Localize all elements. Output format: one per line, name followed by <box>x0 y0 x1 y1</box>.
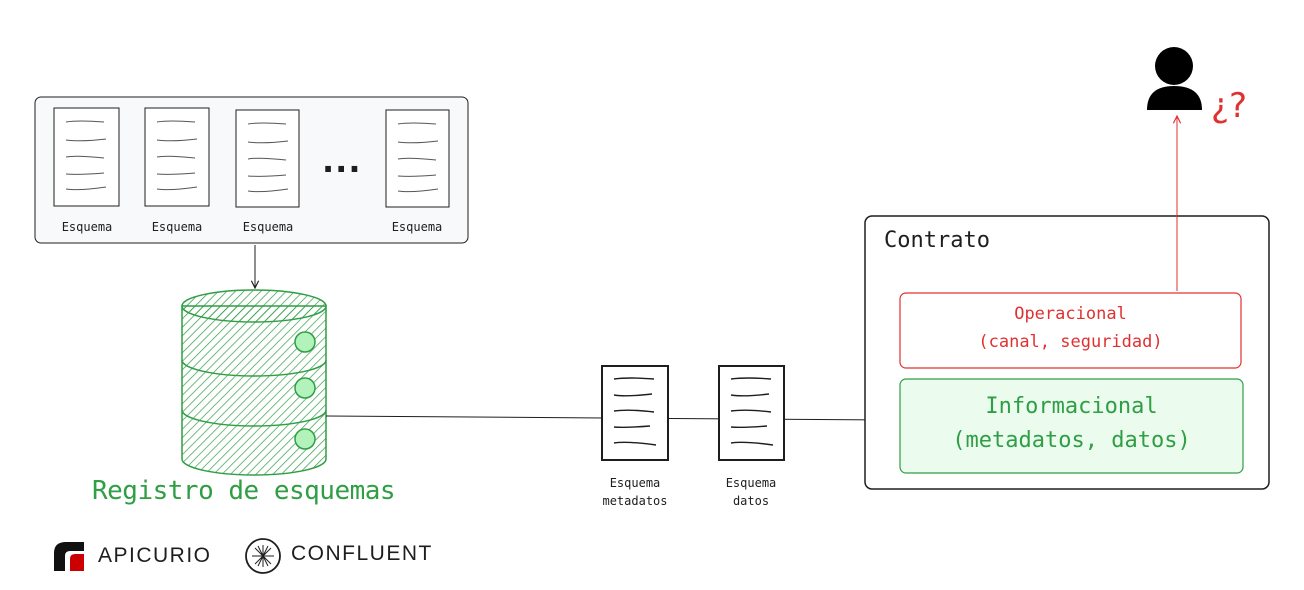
metadata-schema-label-line2: metadatos <box>602 494 668 508</box>
data-schema-label-line2: datos <box>732 494 770 508</box>
operational-text: Operacional (canal, seguridad) <box>900 300 1241 356</box>
schema-label-1: Esquema <box>61 220 113 234</box>
apicurio-logo-text: APICURIO <box>98 544 212 567</box>
schema-doc-2 <box>144 107 210 207</box>
schema-label-2: Esquema <box>151 220 203 234</box>
data-schema-label: Esquema datos <box>706 474 796 510</box>
user-icon <box>1147 47 1202 110</box>
informational-text: Informacional (metadatos, datos) <box>900 390 1243 458</box>
schema-doc-3 <box>235 109 300 208</box>
registry-database-icon <box>181 289 327 476</box>
informational-line2: (metadatos, datos) <box>952 428 1191 453</box>
schema-doc-1 <box>53 107 120 207</box>
schema-ellipsis: ... <box>322 142 362 180</box>
schema-label-3: Esquema <box>242 220 294 234</box>
contract-title: Contrato <box>884 228 990 253</box>
schema-label-4: Esquema <box>391 220 443 234</box>
data-schema-doc <box>718 365 785 461</box>
metadata-schema-label: Esquema metadatos <box>592 474 678 510</box>
confluent-logo-text: CONFLUENT <box>291 542 433 565</box>
operational-line2: (canal, seguridad) <box>978 332 1163 352</box>
consumer-question: ¿? <box>1211 86 1248 126</box>
informational-line1: Informacional <box>985 394 1158 419</box>
informational-box <box>899 378 1244 474</box>
metadata-schema-label-line1: Esquema <box>609 476 661 490</box>
metadata-schema-doc <box>601 365 669 461</box>
confluent-logo-icon <box>245 538 281 574</box>
registry-title: Registro de esquemas <box>92 476 396 506</box>
data-schema-label-line1: Esquema <box>725 476 777 490</box>
schema-doc-4 <box>385 109 450 208</box>
apicurio-logo-icon <box>54 542 84 571</box>
operational-box <box>899 292 1242 369</box>
operational-line1: Operacional <box>1014 304 1127 324</box>
